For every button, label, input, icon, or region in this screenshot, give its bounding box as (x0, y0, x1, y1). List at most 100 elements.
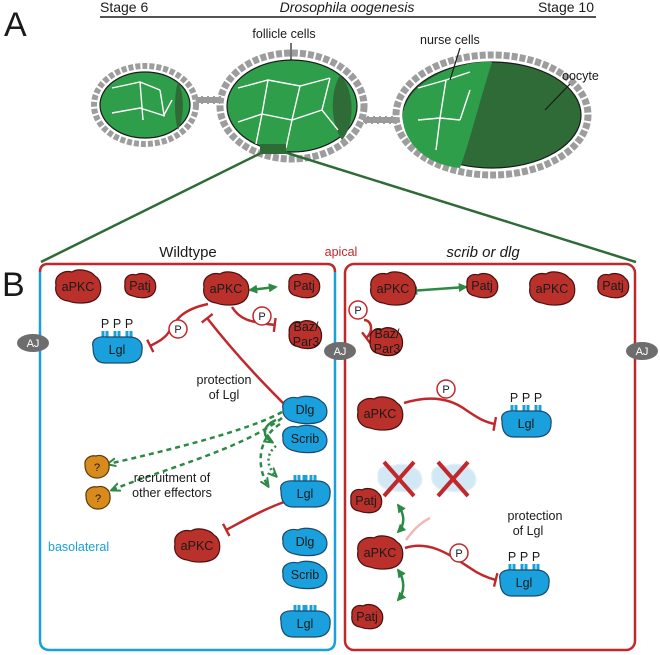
protein-apkc-center: aPKC (203, 271, 250, 306)
unknown-effector-1: ? (84, 454, 110, 479)
protein-dlg-basal: Dlg (282, 527, 328, 557)
svg-text:P: P (442, 384, 449, 396)
zoom-line-left (40, 150, 264, 264)
mutant-apkc-patj-interaction-basal (396, 568, 407, 602)
phospho-letter: P (532, 550, 540, 564)
aj-marker-middle: AJ (324, 342, 356, 360)
mutant-protein-apkc-2: aPKC (529, 271, 576, 306)
basolateral-label: basolateral (48, 540, 109, 554)
phospho-letter: P (125, 317, 133, 331)
protein-lgl-phosphorylated: Lgl P P P (92, 317, 143, 364)
protein-label: Lgl (516, 576, 533, 590)
svg-text:P: P (258, 311, 265, 323)
phospho-mark: P (348, 300, 368, 320)
phospho-letter: P (101, 317, 109, 331)
protein-label: Scrib (291, 432, 320, 446)
svg-text:P: P (354, 305, 361, 317)
wildtype-apical-membrane (38, 262, 337, 273)
protein-label: aPKC (62, 280, 95, 294)
protein-label: aPKC (364, 407, 397, 421)
recruit-arrow-1 (108, 410, 283, 464)
aj-marker-left: AJ (17, 334, 49, 352)
protein-lgl: Lgl (280, 475, 331, 508)
faded-inhibition (405, 516, 431, 541)
mutant-protein-lgl-phosphorylated: Lgl P P P (501, 391, 552, 438)
stage-6-label: Stage 6 (100, 0, 148, 15)
phospho-mark: P (168, 319, 188, 339)
mutant-inhibit-lgl (403, 397, 498, 432)
dlg-lgl-dashed-arrow (259, 422, 281, 486)
svg-text:P: P (455, 548, 462, 560)
effector-label: ? (95, 493, 101, 505)
par3-label: Par3 (374, 342, 400, 356)
protein-label: aPKC (364, 546, 397, 560)
recruitment-note-line2: other effectors (132, 486, 212, 500)
protein-label: aPKC (181, 539, 214, 553)
zoom-line-right (283, 150, 637, 264)
svg-text:P: P (174, 324, 181, 336)
protein-label: Patj (129, 279, 151, 293)
oocyte-pointer (544, 83, 571, 111)
mutant-header: scrib or dlg (446, 244, 520, 261)
protein-label: Lgl (518, 417, 535, 431)
mutant-protein-patj-3: Patj (350, 487, 383, 514)
zoom-source-box (260, 144, 286, 154)
phospho-mark: P (449, 543, 469, 563)
protein-label: Patj (293, 279, 315, 293)
mutant-protein-apkc-1: aPKC (370, 271, 417, 306)
mutant-inhibit-lgl-basal (404, 544, 499, 588)
mutant-inhibit-baz (361, 318, 373, 345)
phospho-letter: P (522, 391, 530, 405)
protein-label: aPKC (536, 282, 569, 296)
apical-label: apical (325, 245, 358, 259)
protein-label: Lgl (297, 617, 314, 631)
protein-apkc-basolateral: aPKC (174, 528, 221, 563)
egg-chamber-1 (91, 63, 199, 147)
absence-cross-1 (382, 460, 416, 498)
panel-label-a: A (4, 6, 27, 44)
mutant-protein-apkc-3: aPKC (357, 396, 404, 431)
phospho-letter: P (508, 550, 516, 564)
aj-label: AJ (334, 346, 347, 358)
protection-note-line1: protection (197, 373, 252, 387)
baz-label: Baz/ (374, 327, 400, 341)
aj-label: AJ (636, 346, 649, 358)
inhibit-lgl-apkc (221, 500, 285, 537)
protein-label: Patj (602, 279, 624, 293)
mutant-patj-apkc-interaction (396, 503, 407, 534)
wildtype-basolateral-membrane (38, 272, 337, 652)
egg-chamber-2 (216, 49, 368, 163)
mutant-protein-lgl-phosphorylated-basal: Lgl P P P (499, 550, 550, 597)
mutant-cell-membrane (343, 262, 637, 652)
apkc-patj-interaction (248, 283, 278, 294)
protein-lgl-basal: Lgl (280, 605, 331, 638)
protein-label: Patj (471, 279, 493, 293)
protein-label: Lgl (297, 487, 314, 501)
mutant-protein-apkc-4: aPKC (357, 535, 404, 570)
mutant-protein-patj-1: Patj (466, 272, 499, 299)
mutant-protein-patj-4: Patj (351, 603, 384, 630)
stage-10-label: Stage 10 (538, 0, 594, 15)
protein-scrib: Scrib (282, 424, 328, 454)
phospho-mark: P (436, 379, 456, 399)
dlg-scrib-arrow (265, 418, 277, 442)
follicle-cells-label: follicle cells (252, 27, 315, 41)
phospho-letter: P (113, 317, 121, 331)
nurse-cells-label: nurse cells (420, 33, 480, 47)
protein-label: Dlg (296, 403, 315, 417)
phospho-mark: P (252, 306, 272, 326)
egg-chamber-3 (392, 51, 592, 179)
recruitment-note-line1: recruitment of (134, 471, 211, 485)
unknown-effector-2: ? (85, 485, 111, 510)
scrib-lgl-dotted-arrow (269, 445, 277, 476)
inhibit-apkc-baz (230, 306, 277, 333)
par3-label: Par3 (293, 335, 319, 349)
protein-label: aPKC (210, 282, 243, 296)
protection-note-line2: of Lgl (209, 388, 240, 402)
mutant-protein-patj-2: Patj (597, 272, 630, 299)
phospho-letter: P (510, 391, 518, 405)
mutant-protection-note-line1: protection (508, 509, 563, 523)
protein-label: Lgl (109, 343, 126, 357)
absence-cross-2 (436, 460, 470, 498)
